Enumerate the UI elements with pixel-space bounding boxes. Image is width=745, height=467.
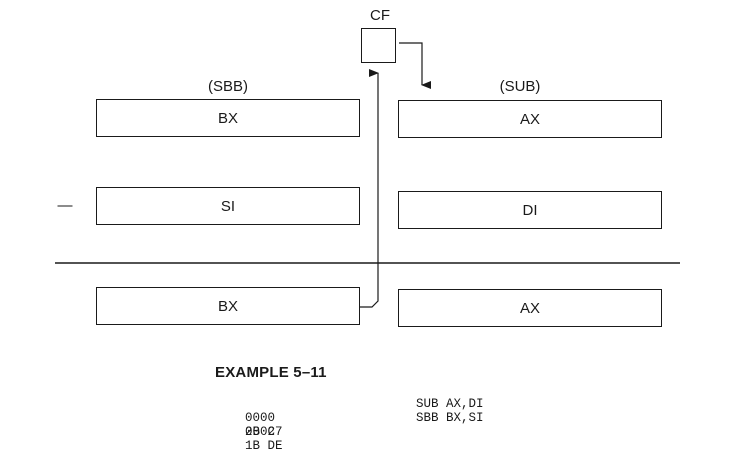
code-line: 0002 1B DE — [215, 411, 283, 467]
carry-flag-box — [361, 28, 396, 63]
minus-sign: — — [57, 197, 73, 214]
register-si-subtrahend: SI — [96, 187, 360, 225]
register-bx-minuend: BX — [96, 99, 360, 137]
register-di-subtrahend: DI — [398, 191, 662, 229]
cf-label: CF — [370, 7, 390, 24]
code-address: 0000 — [245, 411, 276, 425]
code-instruction: SUB AX,DI — [416, 397, 484, 411]
register-bx-result: BX — [96, 287, 360, 325]
code-address: 0002 — [245, 425, 276, 439]
carry-out-to-cf-arrow — [360, 69, 379, 308]
cf-to-sub-arrow — [399, 42, 431, 89]
code-bytes: 1B DE — [245, 439, 283, 453]
register-ax-minuend: AX — [398, 100, 662, 138]
sub-header: (SUB) — [499, 78, 541, 95]
code-instruction: SBB BX,SI — [416, 411, 484, 425]
sbb-header: (SBB) — [207, 78, 248, 95]
code-line: 0000 2B C7 — [215, 397, 283, 453]
code-bytes: 2B C7 — [245, 425, 283, 439]
register-ax-result: AX — [398, 289, 662, 327]
example-title: EXAMPLE 5–11 — [215, 364, 327, 381]
